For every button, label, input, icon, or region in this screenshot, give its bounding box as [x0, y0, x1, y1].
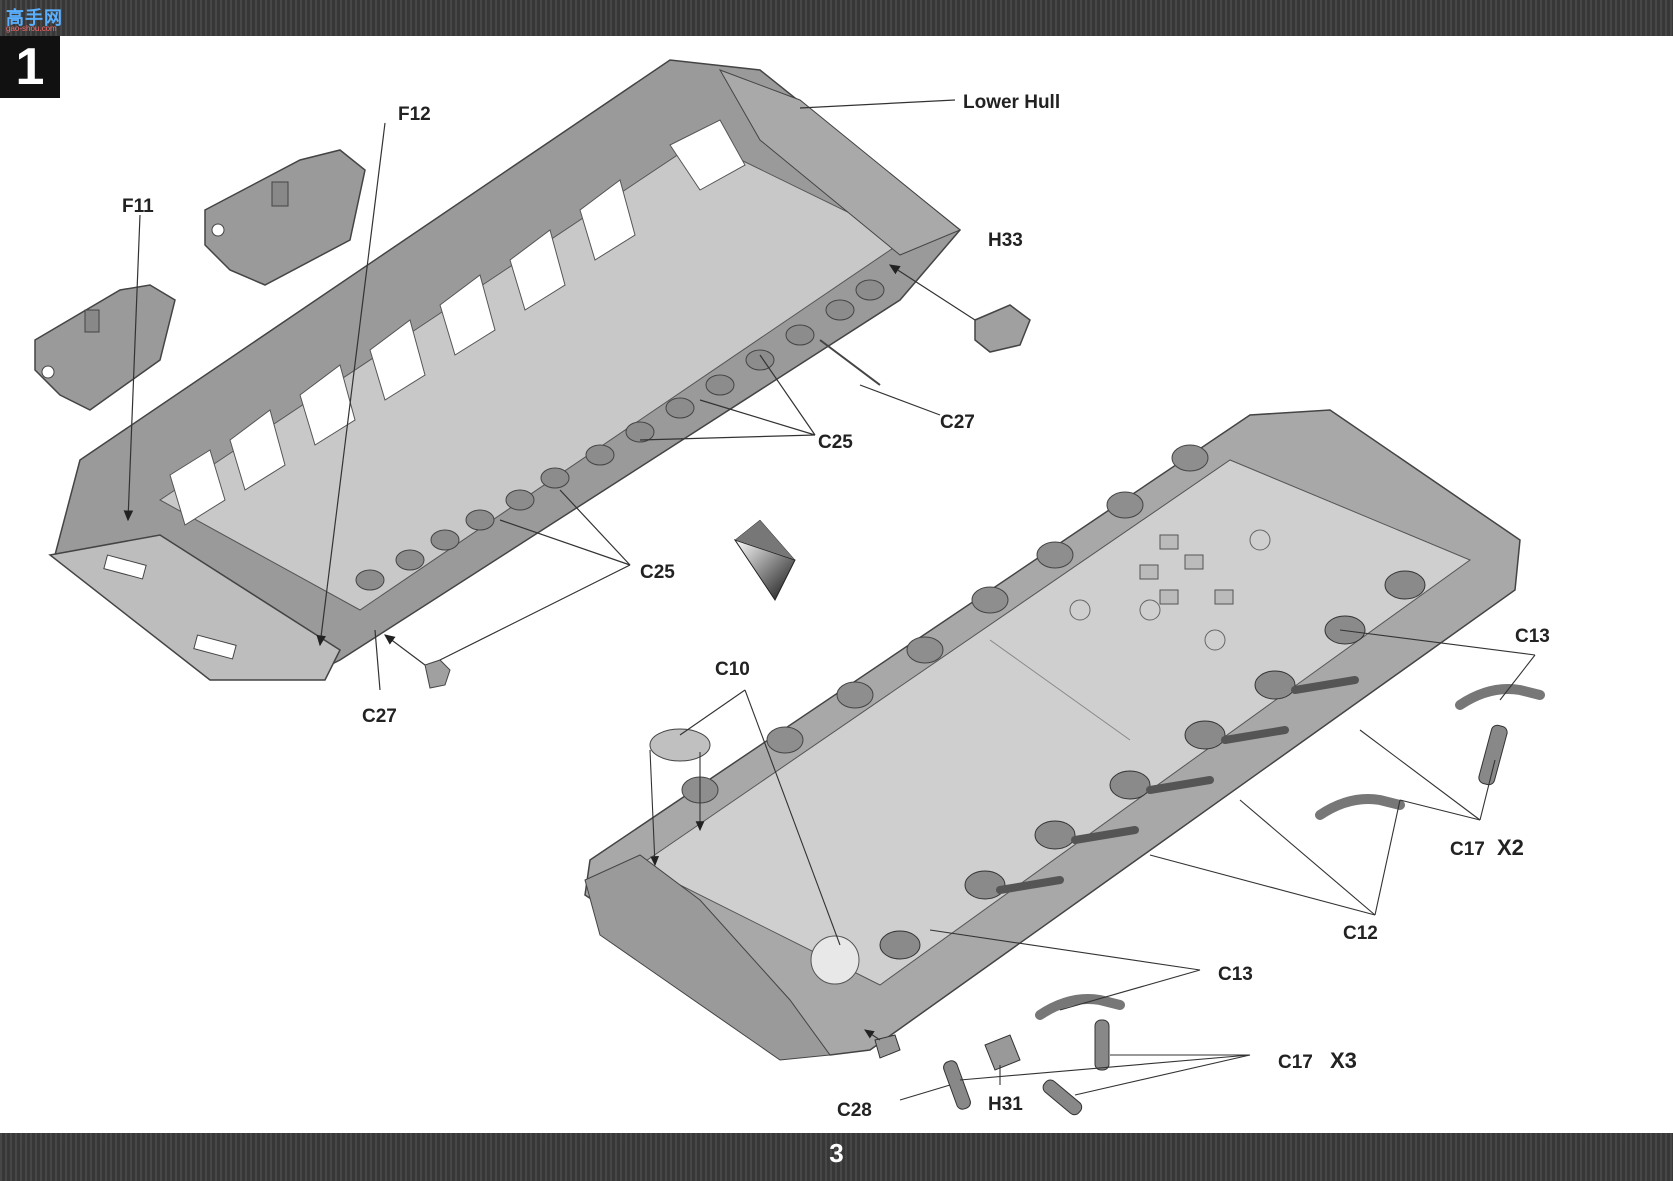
label-x3: X3	[1330, 1048, 1357, 1073]
label-c13-bottom: C13	[1218, 964, 1253, 985]
part-h33	[974, 304, 1031, 353]
upper-hull-assembly	[34, 59, 1031, 691]
label-c10: C10	[715, 659, 750, 680]
part-c28	[874, 1034, 901, 1059]
label-f12: F12	[398, 104, 431, 125]
label-h33: H33	[988, 230, 1023, 251]
label-c12: C12	[1343, 923, 1378, 944]
label-c25-lower: C25	[640, 562, 675, 583]
part-c13-top	[1455, 684, 1545, 710]
part-f11	[34, 284, 176, 411]
page-number: 3	[829, 1138, 844, 1168]
watermark-logo: 高手网	[6, 8, 63, 28]
label-lower-hull: Lower Hull	[963, 92, 1060, 113]
lower-hull-assembly	[584, 409, 1545, 1116]
label-h31: H31	[988, 1094, 1023, 1115]
label-f11: F11	[122, 196, 154, 217]
label-c13-top: C13	[1515, 626, 1550, 647]
part-c13-bottom	[1035, 994, 1125, 1020]
label-c17-x2: C17	[1450, 839, 1485, 860]
label-x2: X2	[1497, 835, 1524, 860]
top-band	[0, 0, 1673, 36]
label-c25-upper: C25	[818, 432, 853, 453]
part-f12	[204, 149, 366, 286]
watermark-sub: gao-shou.com	[6, 24, 57, 33]
label-c27-right: C27	[940, 412, 975, 433]
bottom-band	[0, 1133, 1673, 1181]
label-c28: C28	[837, 1100, 872, 1121]
part-h31	[984, 1034, 1021, 1071]
label-c17-x3: C17	[1278, 1052, 1313, 1073]
part-c10	[649, 728, 711, 762]
label-c27-left: C27	[362, 706, 397, 727]
step-number: 1	[0, 36, 60, 98]
